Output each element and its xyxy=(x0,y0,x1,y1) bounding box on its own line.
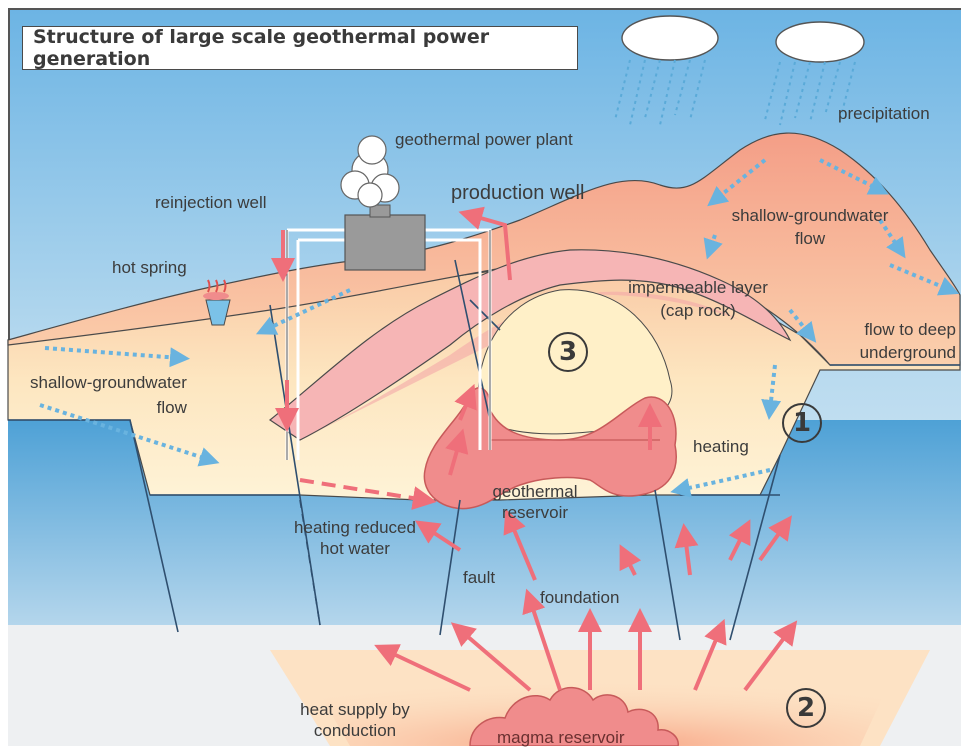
label-foundation: foundation xyxy=(540,588,619,607)
marker-one: 1 xyxy=(782,403,822,443)
diagram-title-box: Structure of large scale geothermal powe… xyxy=(22,26,578,70)
label-fault: fault xyxy=(463,568,495,587)
label-heat-conduction: heat supply by conduction xyxy=(285,700,425,740)
label-shallow-flow-right: shallow-groundwater flow xyxy=(720,206,900,248)
label-reinjection-well: reinjection well xyxy=(155,193,267,212)
label-production-well: production well xyxy=(451,184,584,203)
label-flow-deep: flow to deep underground xyxy=(810,320,956,362)
label-magma-reservoir: magma reservoir xyxy=(497,728,625,747)
power-plant-building xyxy=(345,215,425,270)
label-impermeable-layer: impermeable layer (cap rock) xyxy=(618,278,778,320)
diagram-title: Structure of large scale geothermal powe… xyxy=(33,26,577,70)
label-geothermal-reservoir: geothermal reservoir xyxy=(480,482,590,522)
label-power-plant: geothermal power plant xyxy=(395,130,573,149)
marker-two: 2 xyxy=(786,688,826,728)
label-hot-spring: hot spring xyxy=(112,258,187,277)
label-heating-reduced-hot-water: heating reduced hot water xyxy=(285,518,425,558)
marker-three: 3 xyxy=(548,332,588,372)
label-shallow-flow-left: shallow-groundwater flow xyxy=(30,373,187,417)
label-heating: heating xyxy=(693,437,749,456)
label-precipitation: precipitation xyxy=(838,104,930,123)
